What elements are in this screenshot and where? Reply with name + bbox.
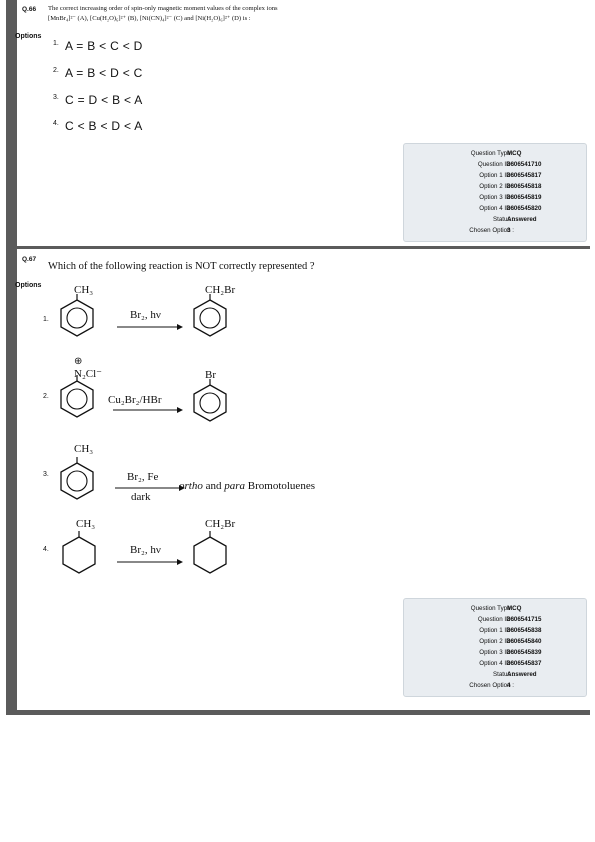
option-1-reagent: Br₂, hν	[130, 309, 161, 321]
option-2-reactant-substituent: N₂Cl⁻	[74, 368, 102, 380]
option-4-reagent: Br₂, hν	[130, 544, 161, 556]
question-text: Which of the following reaction is NOT c…	[48, 261, 315, 272]
question-text-line1: The correct increasing order of spin-onl…	[48, 5, 278, 12]
option-3-number: 3.	[43, 471, 49, 478]
question-number: Q.67	[22, 256, 37, 263]
option-1-product-substituent: CH₂Br	[205, 284, 236, 296]
option-4-text[interactable]: C < B < D < A	[65, 119, 143, 133]
option-3-reagent-condition: dark	[131, 491, 151, 503]
reaction-arrow-icon	[115, 485, 185, 491]
option-4-reactant-substituent: CH₃	[76, 518, 96, 530]
option-3-number: 3.	[53, 94, 59, 101]
option-3-reagent: Br₂, Fe	[127, 471, 159, 483]
option-3-text[interactable]: C = D < B < A	[65, 93, 143, 107]
option-4-product-substituent: CH₂Br	[205, 518, 236, 530]
option-2-number: 2.	[53, 67, 59, 74]
option-3-product-text: ortho and para Bromotoluenes	[179, 480, 315, 492]
option-4-number: 4.	[53, 120, 59, 127]
benzene-ring-icon	[60, 294, 94, 337]
benzene-ring-icon	[193, 294, 227, 337]
option-1-reactant-substituent: CH₃	[74, 284, 94, 296]
question-info-box: Question Type :MCQ Question ID :86065417…	[403, 143, 587, 242]
option-2-charge-symbol: ⊕	[74, 356, 83, 367]
options-label: Options	[15, 282, 42, 289]
question-66-panel: Q.66 The correct increasing order of spi…	[15, 0, 590, 246]
option-2-text[interactable]: A = B < D < C	[65, 66, 143, 80]
option-2-product-substituent: Br	[205, 369, 216, 381]
cyclohexane-ring-icon	[193, 531, 227, 574]
question-67-panel: Q.67 Which of the following reaction is …	[15, 249, 590, 710]
benzene-ring-icon	[193, 379, 227, 422]
question-info-box: Question Type :MCQ Question ID :86065417…	[403, 598, 587, 697]
question-number: Q.66	[22, 6, 37, 13]
benzene-ring-icon	[60, 375, 94, 418]
page-frame: Q.66 The correct increasing order of spi…	[6, 0, 590, 715]
option-3-reactant-substituent: CH₃	[74, 443, 94, 455]
reaction-arrow-icon	[113, 407, 183, 413]
reaction-arrow-icon	[117, 559, 183, 565]
question-text-line2: [MnBr₄]²⁻ (A), [Cu(H₂O)₆]²⁺ (B), [Ni(CN)…	[48, 15, 251, 22]
option-2-number: 2.	[43, 393, 49, 400]
option-2-reagent: Cu₂Br₂/HBr	[108, 394, 162, 406]
options-label: Options	[15, 33, 42, 40]
option-1-number: 1.	[43, 316, 49, 323]
option-1-number: 1.	[53, 40, 59, 47]
benzene-ring-icon	[60, 457, 94, 500]
cyclohexane-ring-icon	[62, 531, 96, 574]
reaction-arrow-icon	[117, 324, 183, 330]
option-1-text[interactable]: A = B < C < D	[65, 39, 143, 53]
option-4-number: 4.	[43, 546, 49, 553]
